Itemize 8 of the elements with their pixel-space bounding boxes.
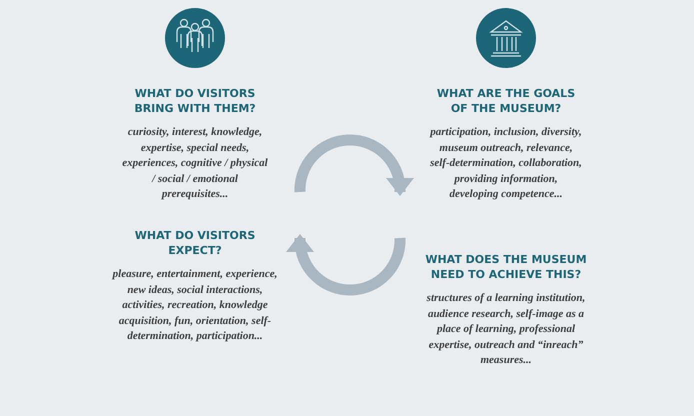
heading: WHAT DOES THE MUSEUM NEED TO ACHIEVE THIS? <box>424 252 588 282</box>
heading: WHAT DO VISITORS EXPECT? <box>134 228 256 258</box>
description-text: curiosity, interest, knowledge, expertise, special needs, experiences, cognitive / physical / social / emotional prerequisites... <box>121 125 269 202</box>
heading: WHAT ARE THE GOALS OF THE MUSEUM? <box>436 86 576 116</box>
description-text: pleasure, entertainment, experience, new ideas, social interactions, activities, recreation, knowledge acquisition, fun, orientation, self-determination, participation... <box>110 267 278 344</box>
description-text: structures of a learning institution, audience research, self-image as a place of learning, professional expertise, outreach and “inreach” measures... <box>426 291 586 368</box>
heading: WHAT DO VISITORS BRING WITH THEM? <box>133 86 257 116</box>
description-text: participation, inclusion, diversity, museum outreach, relevance, self-determination, collaboration, providing information, developing competence... <box>430 125 582 202</box>
